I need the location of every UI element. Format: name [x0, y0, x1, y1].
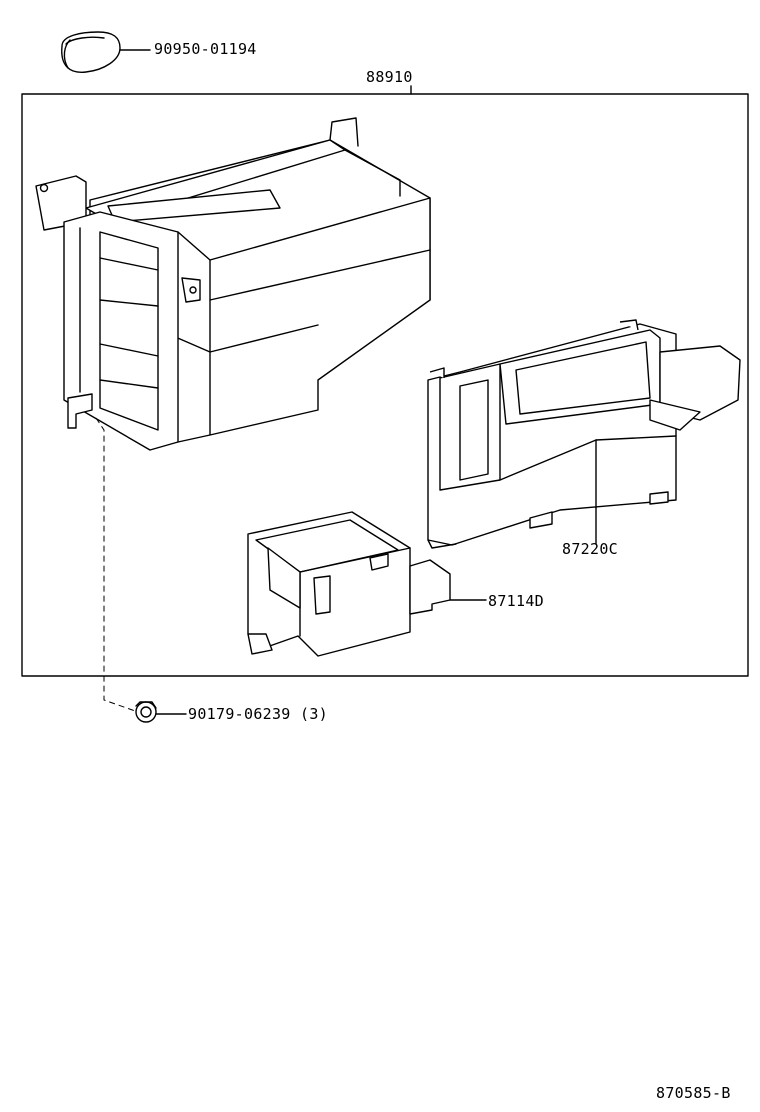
grommet-part-number: 90950-01194 [154, 40, 257, 58]
air-duct-part [427, 319, 741, 549]
nut-quantity: (3) [299, 705, 328, 723]
nut-part-number: 90179-06239 (3) [188, 705, 328, 723]
housing-part [247, 511, 451, 657]
main-unit [35, 117, 431, 451]
assembly-frame [21, 93, 749, 677]
nut-part-number-text: 90179-06239 [188, 705, 291, 723]
housing-part-number: 87114D [488, 592, 544, 610]
grommet-part [61, 31, 121, 73]
nut-part [135, 701, 157, 723]
air-duct-part-number: 87220C [562, 540, 618, 558]
diagram-code: 870585-B [656, 1084, 731, 1102]
nut-dashed-leader [95, 417, 139, 713]
assembly-part-number: 88910 [366, 68, 413, 86]
